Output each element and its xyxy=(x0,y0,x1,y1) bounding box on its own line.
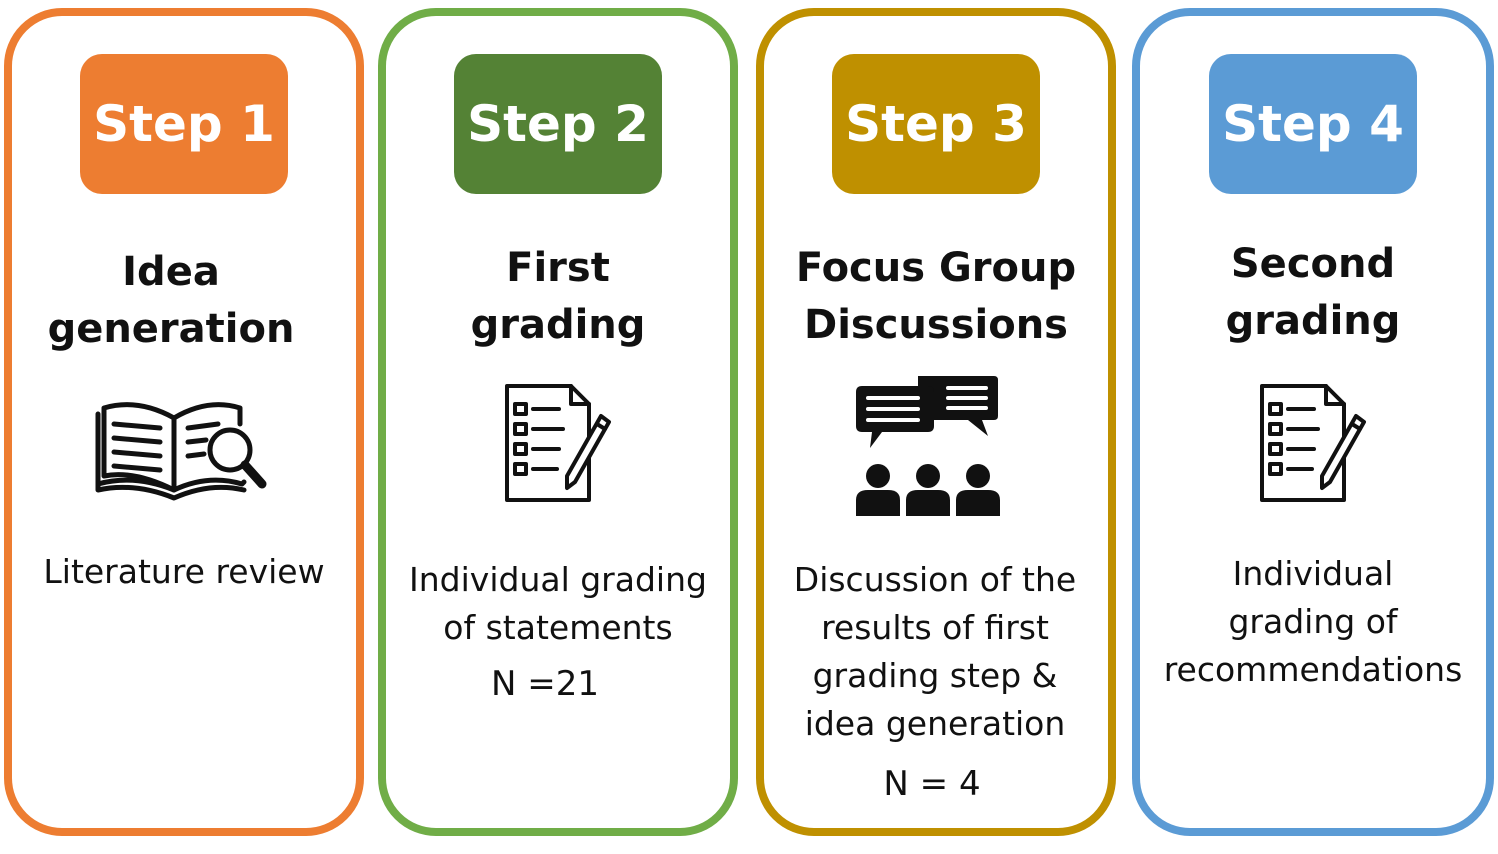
step-3-count: N = 4 xyxy=(883,764,981,804)
step-1-title: Idea generation xyxy=(47,249,295,352)
step-2-description: Individual grading of statements xyxy=(409,560,707,647)
step-3-description: Discussion of the results of first gradi… xyxy=(793,560,1077,743)
step-2-count: N =21 xyxy=(491,664,599,704)
checklist-pencil-icon xyxy=(1260,384,1366,502)
step-1-description: Literature review xyxy=(43,552,325,591)
step-2-title: First grading xyxy=(470,245,646,348)
step-4-title: Second grading xyxy=(1225,241,1401,344)
step-3-card: Step 3 Focus Group Discussions Discussio… xyxy=(756,8,1116,836)
step-3-title: Focus Group Discussions xyxy=(795,245,1077,348)
step-2-badge: Step 2 xyxy=(454,54,662,194)
step-1-badge: Step 1 xyxy=(80,54,288,194)
step-1-card: Step 1 Idea generation Literature review xyxy=(4,8,364,836)
group-discussion-icon xyxy=(856,376,1000,516)
step-4-badge: Step 4 xyxy=(1209,54,1417,194)
step-4-card: Step 4 Second grading Individual grading… xyxy=(1132,8,1494,836)
step-3-badge: Step 3 xyxy=(832,54,1040,194)
book-magnifier-icon xyxy=(95,402,267,501)
step-2-card: Step 2 First grading Individual grading … xyxy=(378,8,738,836)
checklist-pencil-icon xyxy=(505,384,611,502)
step-4-description: Individual grading of recommendations xyxy=(1163,554,1463,689)
